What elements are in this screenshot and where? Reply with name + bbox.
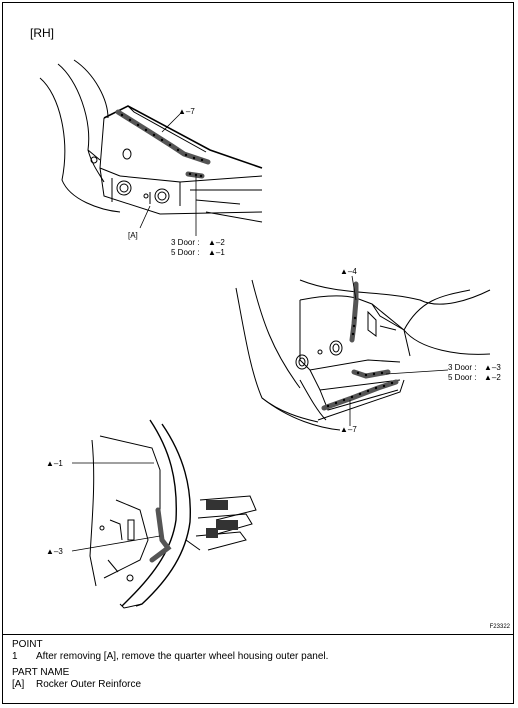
point-heading: POINT [12, 639, 43, 650]
notes-section: POINT 1 After removing [A], remove the q… [12, 639, 328, 691]
middle-bottom-label: ▲–7 [340, 425, 357, 434]
side-label: [RH] [30, 26, 54, 40]
top-5door-label: 5 Door : [171, 248, 199, 257]
part-ref: [A] [12, 679, 25, 690]
top-panel-drawing [39, 59, 263, 223]
bottom-panel-drawing [89, 419, 257, 609]
middle-weld-seam [321, 281, 399, 411]
top-spot-label: ▲–7 [178, 107, 195, 116]
point-number: 1 [12, 651, 18, 662]
top-leaders [139, 113, 197, 236]
service-illustration: ▲–7 [A] 3 Door : ▲–2 5 Door : ▲–1 [39, 59, 501, 609]
part-text: Rocker Outer Reinforce [36, 679, 142, 690]
top-weld-seam [115, 109, 211, 179]
bottom-weld-seam [149, 500, 238, 563]
bottom-leaders [71, 462, 161, 552]
top-3door-label: 3 Door : [171, 238, 199, 247]
bottom-label-3: ▲–3 [46, 547, 63, 556]
bottom-label-1: ▲–1 [46, 459, 63, 468]
middle-panel-drawing [235, 279, 491, 431]
middle-3door-label: 3 Door : [448, 363, 476, 372]
middle-leaders [349, 275, 449, 426]
part-name-heading: PART NAME [12, 667, 70, 678]
top-5door-code: ▲–1 [208, 248, 225, 257]
middle-5door-label: 5 Door : [448, 373, 476, 382]
point-text: After removing [A], remove the quarter w… [36, 651, 329, 662]
point-row: 1 After removing [A], remove the quarter… [12, 651, 328, 663]
notes-divider [2, 634, 514, 635]
figure-id: F23322 [489, 624, 510, 630]
middle-top-label: ▲–4 [340, 267, 357, 276]
middle-5door-code: ▲–2 [484, 373, 501, 382]
top-part-ref: [A] [128, 231, 138, 240]
part-row: [A] Rocker Outer Reinforce [12, 679, 328, 691]
top-3door-code: ▲–2 [208, 238, 225, 247]
middle-3door-code: ▲–3 [484, 363, 501, 372]
